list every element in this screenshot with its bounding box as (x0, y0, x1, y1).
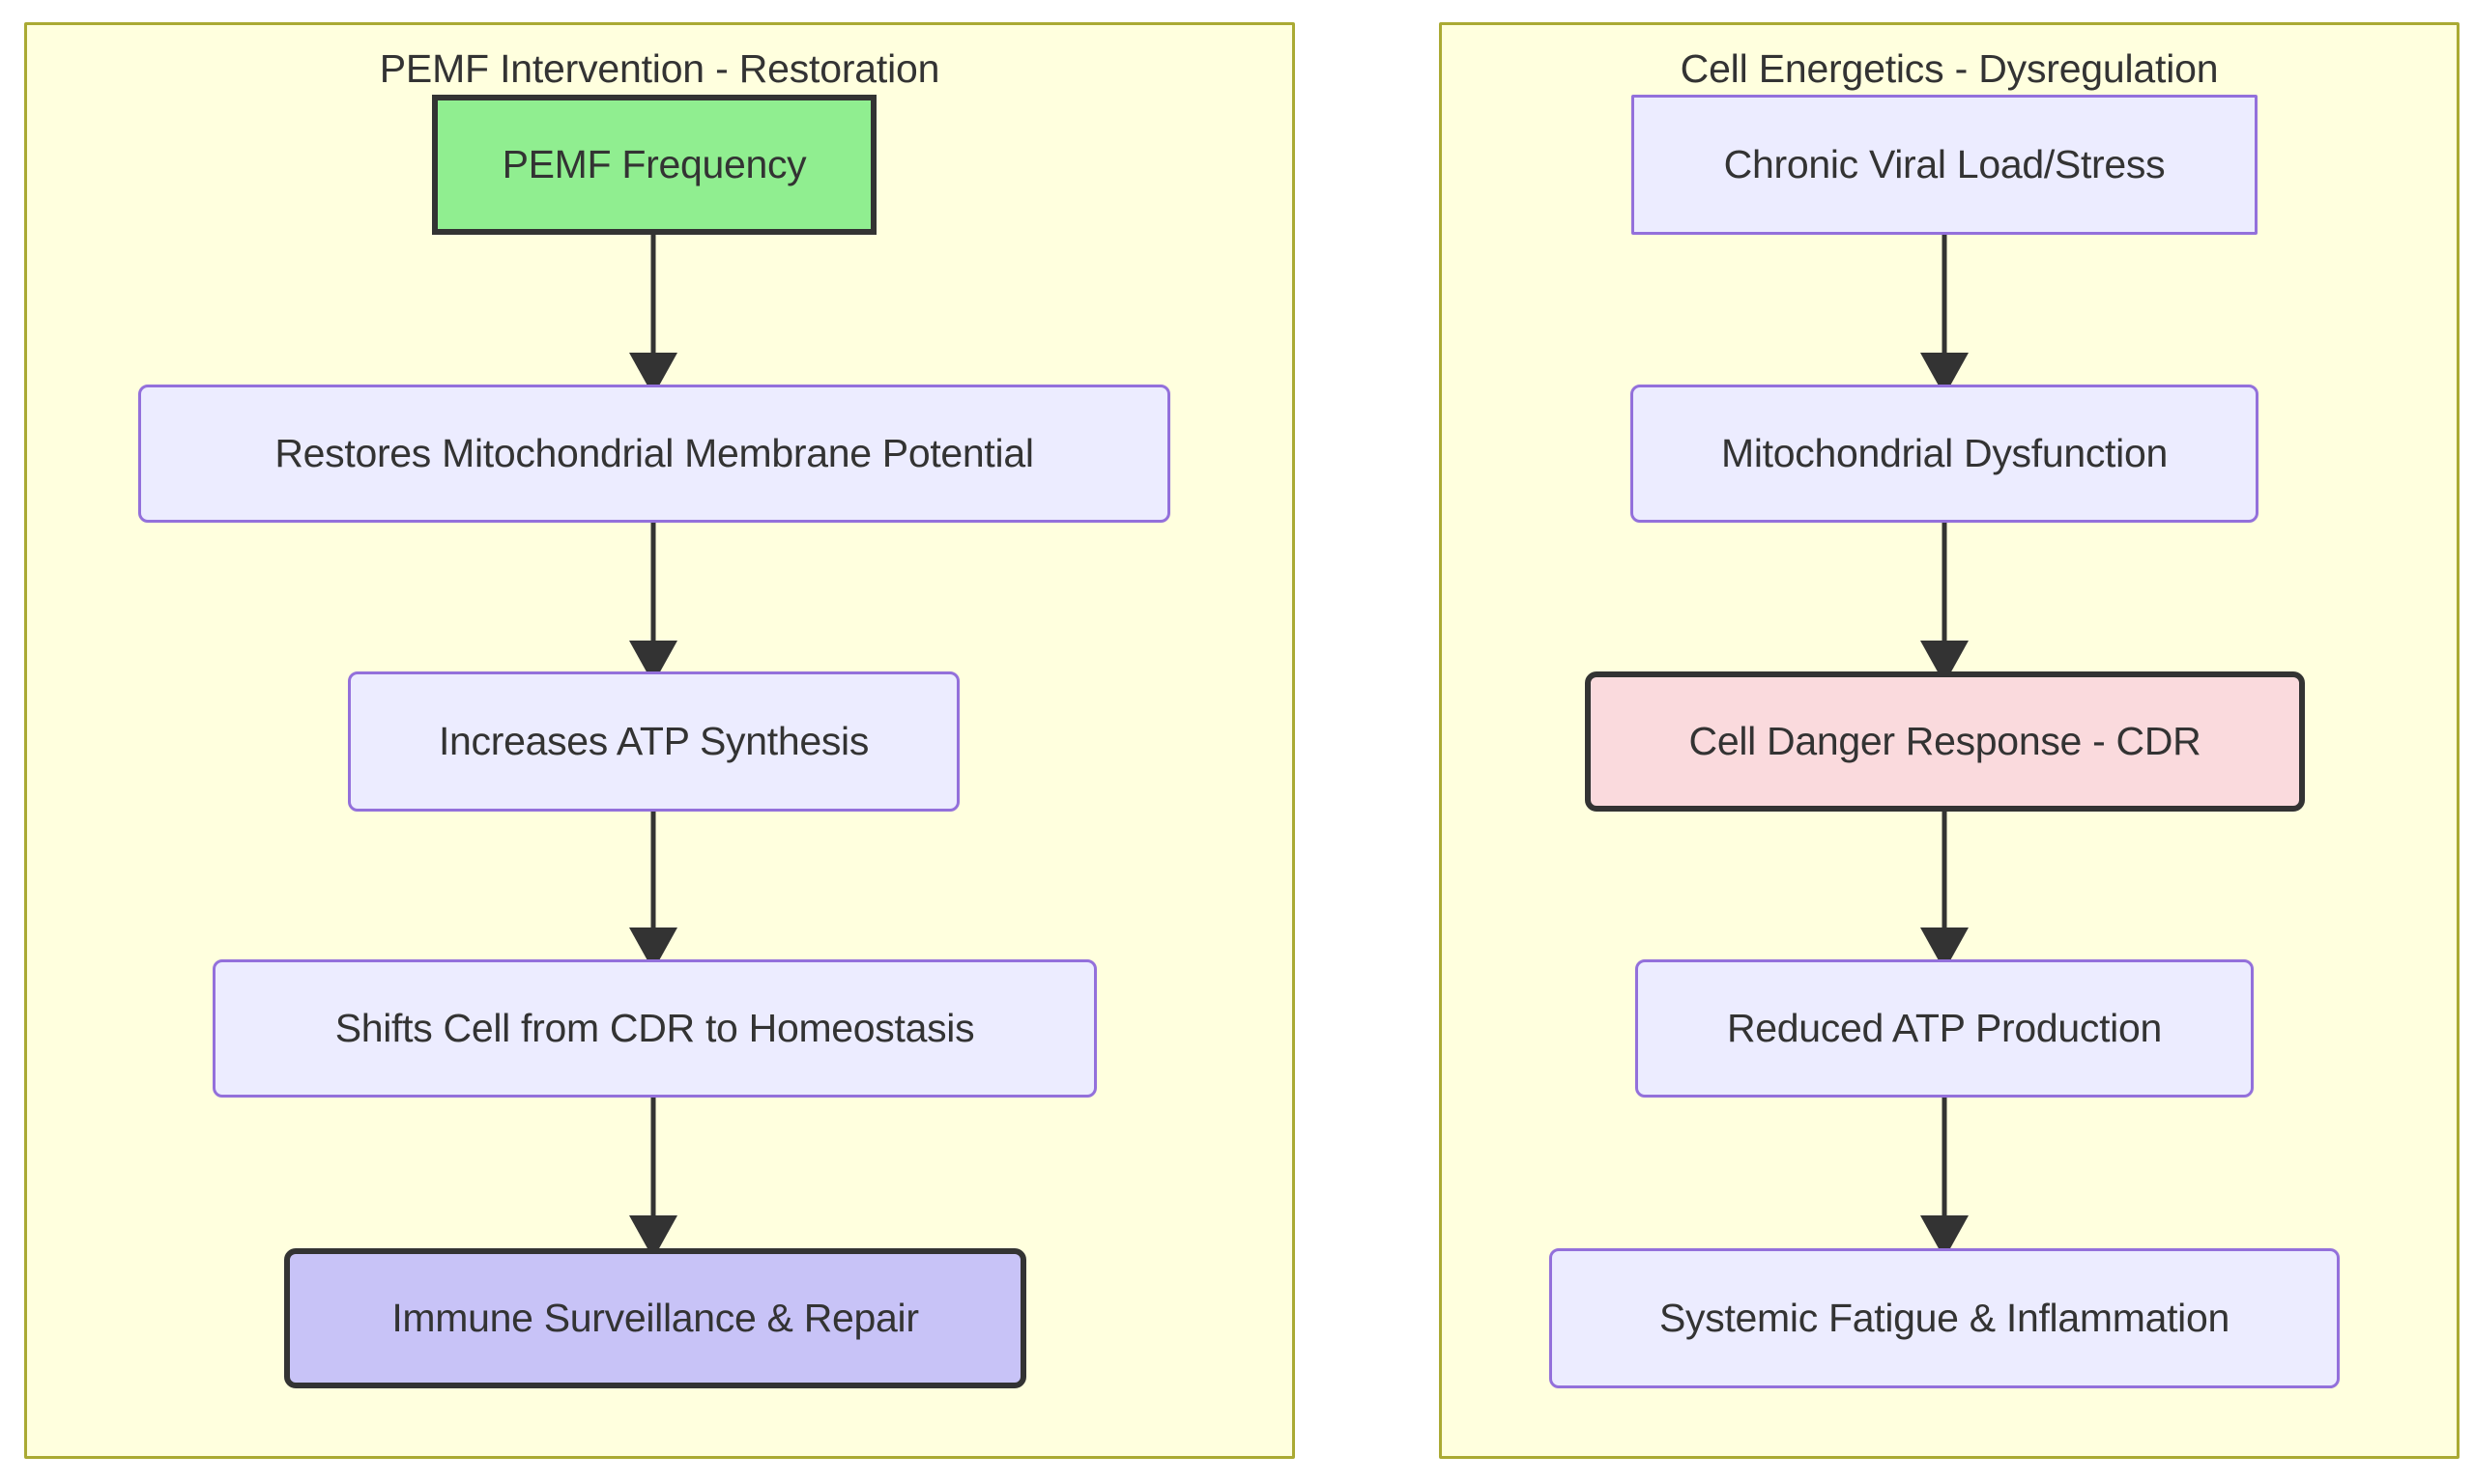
node-increases-atp-synthesis[interactable]: Increases ATP Synthesis (348, 671, 960, 812)
node-immune-surveillance-and-repair[interactable]: Immune Surveillance & Repair (284, 1248, 1026, 1388)
node-systemic-fatigue-and-inflammation[interactable]: Systemic Fatigue & Inflammation (1549, 1248, 2340, 1388)
node-cell-danger-response-cdr[interactable]: Cell Danger Response - CDR (1585, 671, 2305, 812)
node-restores-mitochondrial-membrane-potential[interactable]: Restores Mitochondrial Membrane Potentia… (138, 385, 1170, 523)
node-mitochondrial-dysfunction[interactable]: Mitochondrial Dysfunction (1630, 385, 2258, 523)
node-reduced-atp-production[interactable]: Reduced ATP Production (1635, 959, 2254, 1098)
subgraph-title-right: Cell Energetics - Dysregulation (1680, 46, 2219, 91)
node-shifts-cell-from-cdr-to-homeostasis[interactable]: Shifts Cell from CDR to Homeostasis (213, 959, 1097, 1098)
node-chronic-viral-load-stress[interactable]: Chronic Viral Load/Stress (1631, 95, 2258, 235)
node-pemf-frequency[interactable]: PEMF Frequency (432, 95, 877, 235)
subgraph-title-left: PEMF Intervention - Restoration (379, 46, 940, 91)
